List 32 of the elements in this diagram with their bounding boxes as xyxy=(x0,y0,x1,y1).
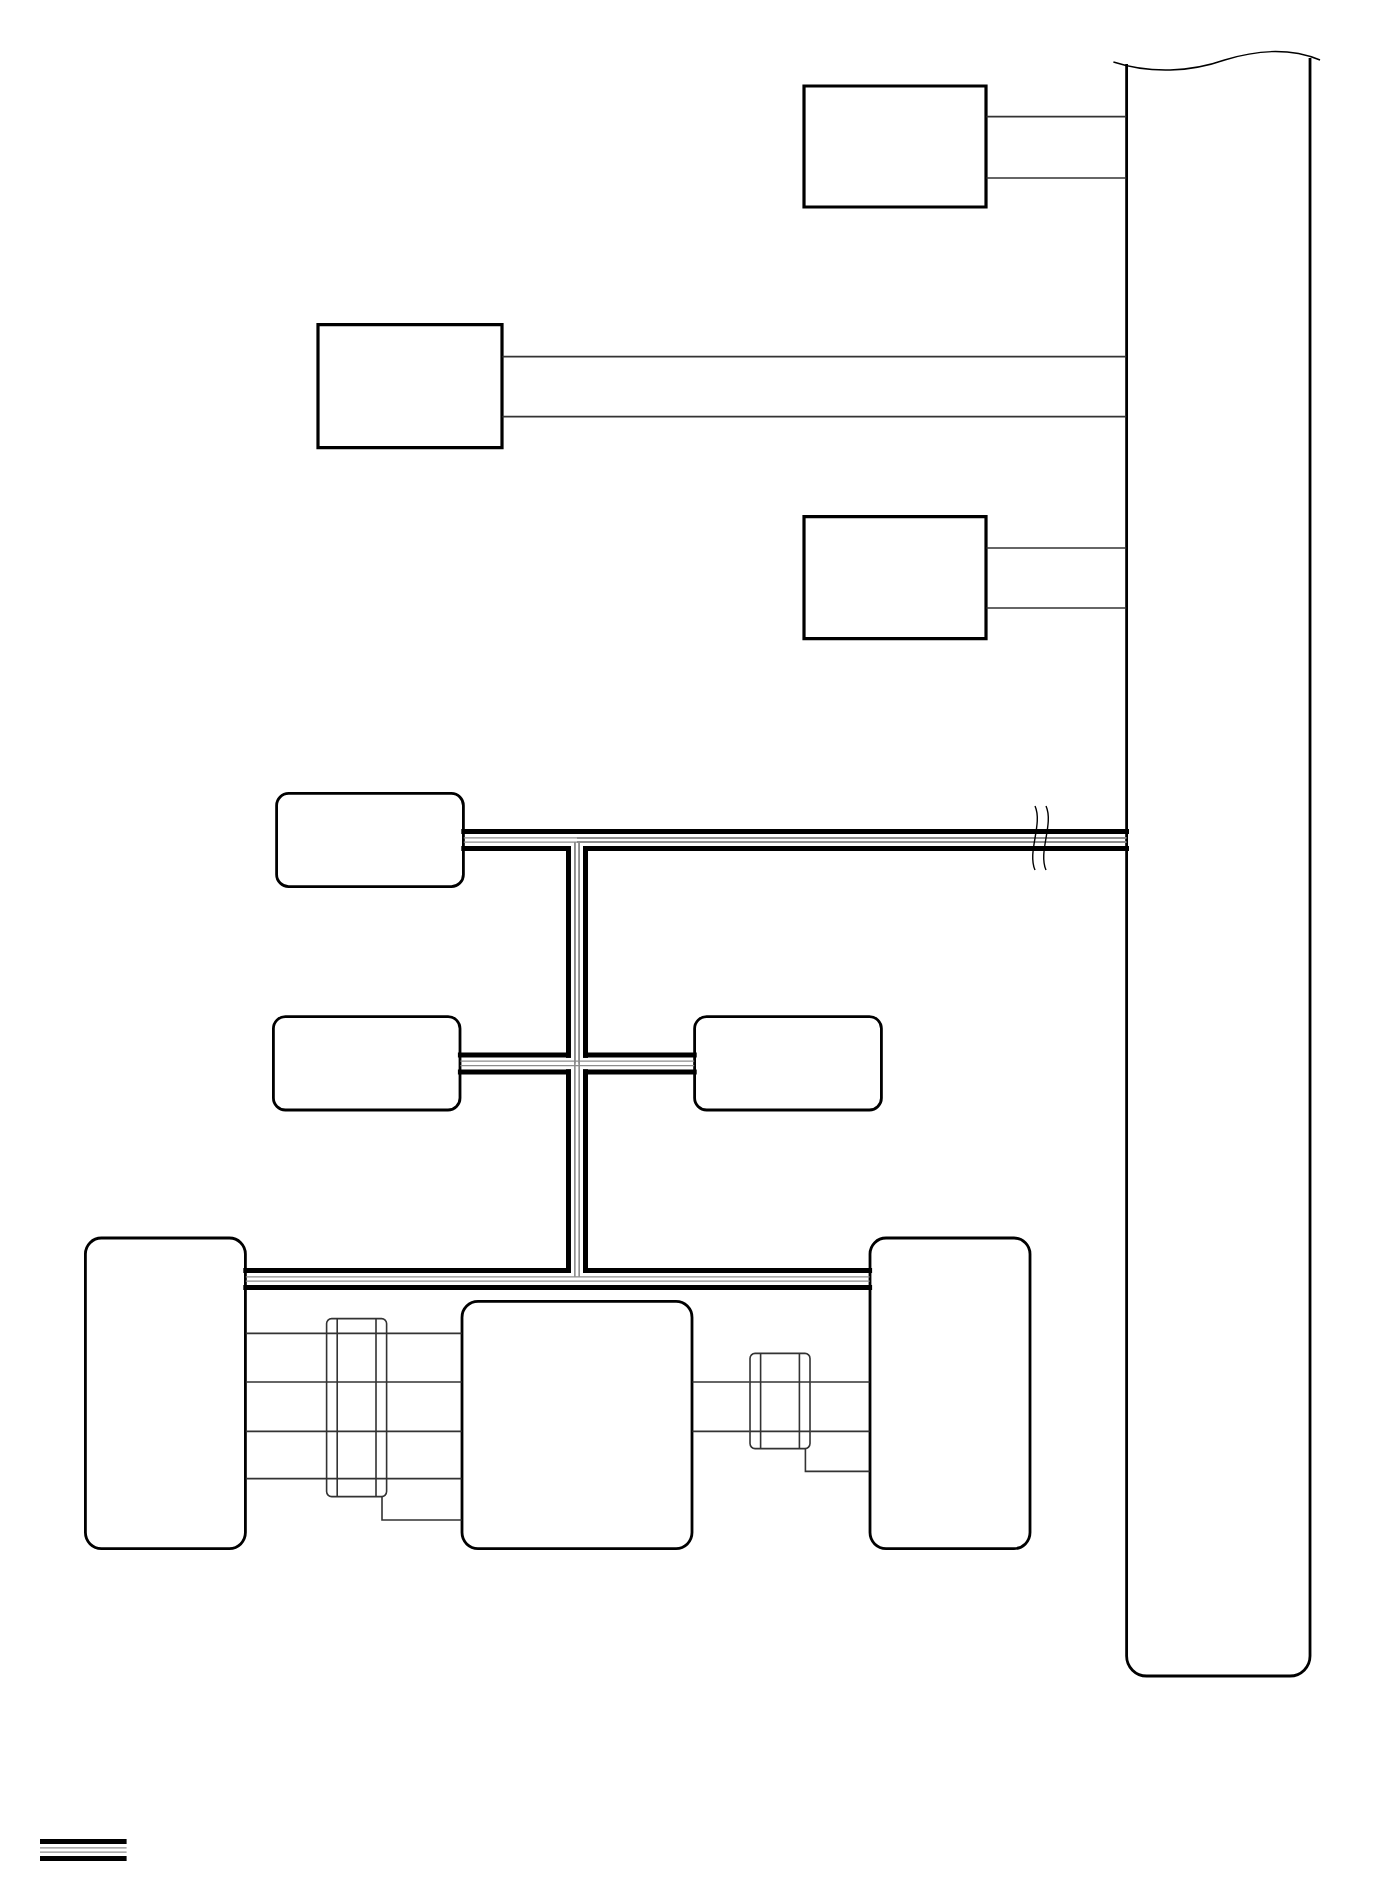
component-box xyxy=(460,1300,694,1550)
shield-symbol xyxy=(749,1352,811,1450)
wire xyxy=(804,1448,871,1473)
wire xyxy=(809,1381,871,1383)
component-box xyxy=(802,515,988,641)
component-box xyxy=(275,792,465,888)
wire xyxy=(386,1332,463,1335)
component-box xyxy=(693,1015,883,1112)
wire xyxy=(245,1477,327,1480)
component-box xyxy=(868,1236,1032,1550)
wire xyxy=(809,1430,871,1433)
wire xyxy=(985,115,1127,118)
wire xyxy=(386,1381,463,1383)
wire xyxy=(245,1430,327,1433)
cut-off-box xyxy=(1112,51,1321,1678)
wire xyxy=(386,1430,463,1433)
wire xyxy=(386,1477,463,1480)
shield-symbol xyxy=(325,1317,388,1498)
component-box xyxy=(272,1015,462,1112)
component-box xyxy=(84,1236,247,1550)
wire xyxy=(501,415,1127,418)
wire xyxy=(985,607,1127,609)
wire xyxy=(985,177,1127,179)
wire xyxy=(691,1381,751,1383)
wire xyxy=(381,1496,463,1521)
wire xyxy=(985,547,1127,549)
wire xyxy=(245,1332,327,1335)
wire xyxy=(691,1430,751,1433)
component-box xyxy=(802,84,988,209)
wire xyxy=(501,355,1127,358)
wire xyxy=(245,1381,327,1383)
component-box xyxy=(316,323,504,450)
